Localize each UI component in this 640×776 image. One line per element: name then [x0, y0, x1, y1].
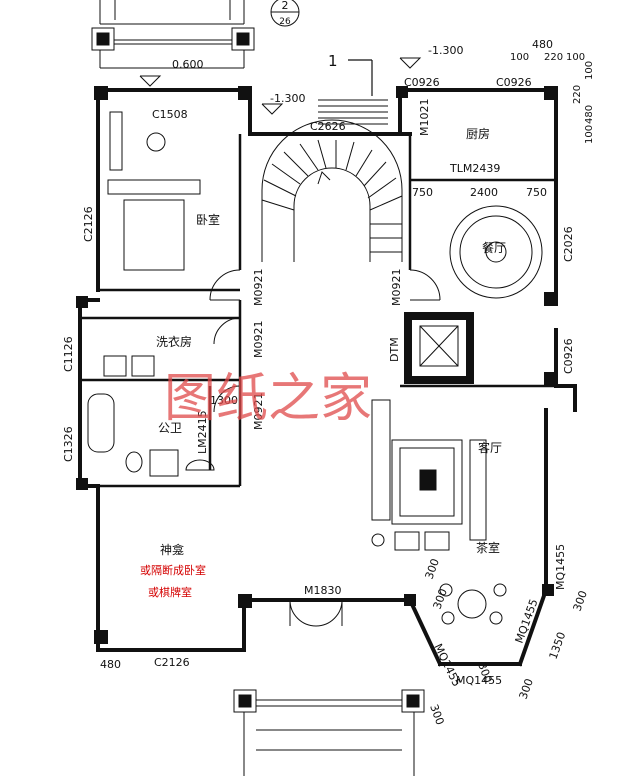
dim-kitchen-top-1: 480 — [532, 38, 553, 51]
window-stair-top: C2626 — [310, 120, 346, 133]
dim-dining-3: 750 — [526, 186, 547, 199]
dim-kitchen-side-1: 100 — [584, 61, 595, 80]
room-shrine: 神龛 — [160, 543, 184, 557]
room-dining: 餐厅 — [482, 240, 506, 255]
spiral-stair — [261, 119, 403, 262]
door-laundry: M0921 — [252, 321, 265, 359]
window-dining-right: C2026 — [562, 226, 575, 262]
bottom-porch — [233, 689, 425, 776]
dim-bay-b: 300 — [431, 587, 450, 611]
window-laundry-left: C1126 — [62, 336, 75, 372]
dim-bay-f: 300 — [517, 677, 536, 701]
bedroom-furniture — [107, 111, 201, 271]
level-stair: -1.300 — [270, 92, 305, 105]
room-bath: 公卫 — [158, 421, 182, 435]
section-cut — [348, 59, 373, 96]
door-bath: M0921 — [252, 393, 265, 431]
dim-kitchen-top-4: 100 — [566, 52, 585, 63]
window-shrine-bottom: C2126 — [154, 656, 190, 669]
door-bay-right-outer: MQ1455 — [554, 544, 567, 590]
dim-bay-e: 300 — [571, 589, 590, 613]
bath-fixtures — [87, 393, 215, 477]
dim-kitchen-top-2: 100 — [510, 52, 529, 63]
shrine-note-2: 或棋牌室 — [148, 585, 192, 599]
shrine-note-1: 或隔断成卧室 — [140, 563, 206, 577]
section-cut-label: 1 — [328, 52, 338, 70]
elevator — [404, 312, 474, 384]
columns — [76, 86, 558, 644]
dim-bay-g: 300 — [427, 703, 446, 727]
window-bedroom-top: C1508 — [152, 108, 188, 121]
dim-bay-d: 1350 — [547, 630, 569, 661]
door-bay-bottom: MQ1455 — [456, 674, 502, 687]
room-laundry: 洗衣房 — [156, 334, 192, 349]
landing-steps — [318, 99, 388, 125]
interior-walls — [80, 134, 556, 488]
door-entrance: M1830 — [304, 584, 342, 597]
tea-set — [439, 583, 507, 625]
dim-bay-a: 300 — [423, 557, 442, 581]
laundry-appliances — [103, 355, 155, 377]
dim-kitchen-side-3: 480 — [584, 105, 595, 124]
room-kitchen: 厨房 — [466, 126, 490, 141]
room-tea: 茶室 — [476, 540, 500, 555]
top-porch — [91, 0, 255, 69]
dim-bath-inner: 1300 — [210, 394, 238, 407]
section-marker-top: 2 — [282, 0, 289, 12]
dim-left-bottom: 480 — [100, 658, 121, 671]
door-kitchen: M1021 — [418, 99, 431, 137]
dim-dining-2: 2400 — [470, 186, 498, 199]
door-bedroom: M0921 — [252, 269, 265, 307]
living-furniture — [371, 399, 487, 551]
level-markers — [139, 57, 422, 115]
labels: 0.600 -1.300 -1.300 C1508 C2126 C2626 C0… — [62, 38, 595, 727]
door-kitchen-opening: TLM2439 — [449, 162, 500, 175]
room-bedroom: 卧室 — [196, 212, 220, 227]
section-marker-bottom: 26 — [279, 17, 291, 27]
watermark-text: 图纸之家 — [164, 369, 372, 429]
dim-kitchen-side-4: 100 — [584, 125, 595, 144]
dim-dining-1: 750 — [412, 186, 433, 199]
doors — [209, 269, 441, 627]
window-bedroom-left: C2126 — [82, 206, 95, 242]
room-living: 客厅 — [478, 440, 502, 455]
door-stair-hall: M0921 — [390, 269, 403, 307]
section-marker: 2 26 — [270, 0, 300, 27]
dim-kitchen-top-3: 220 — [544, 52, 563, 63]
level-balcony: 0.600 — [172, 58, 204, 71]
door-bath-sliding: LM2415 — [196, 410, 209, 454]
level-kitchen: -1.300 — [428, 44, 463, 57]
dining-table — [449, 205, 543, 299]
dim-kitchen-side-2: 220 — [572, 85, 583, 104]
window-kitchen-b: C0926 — [496, 76, 532, 89]
window-bath-left: C1326 — [62, 426, 75, 462]
window-east-right: C0926 — [562, 338, 575, 374]
room-elevator: DTM — [388, 337, 401, 362]
window-kitchen-a: C0926 — [404, 76, 440, 89]
